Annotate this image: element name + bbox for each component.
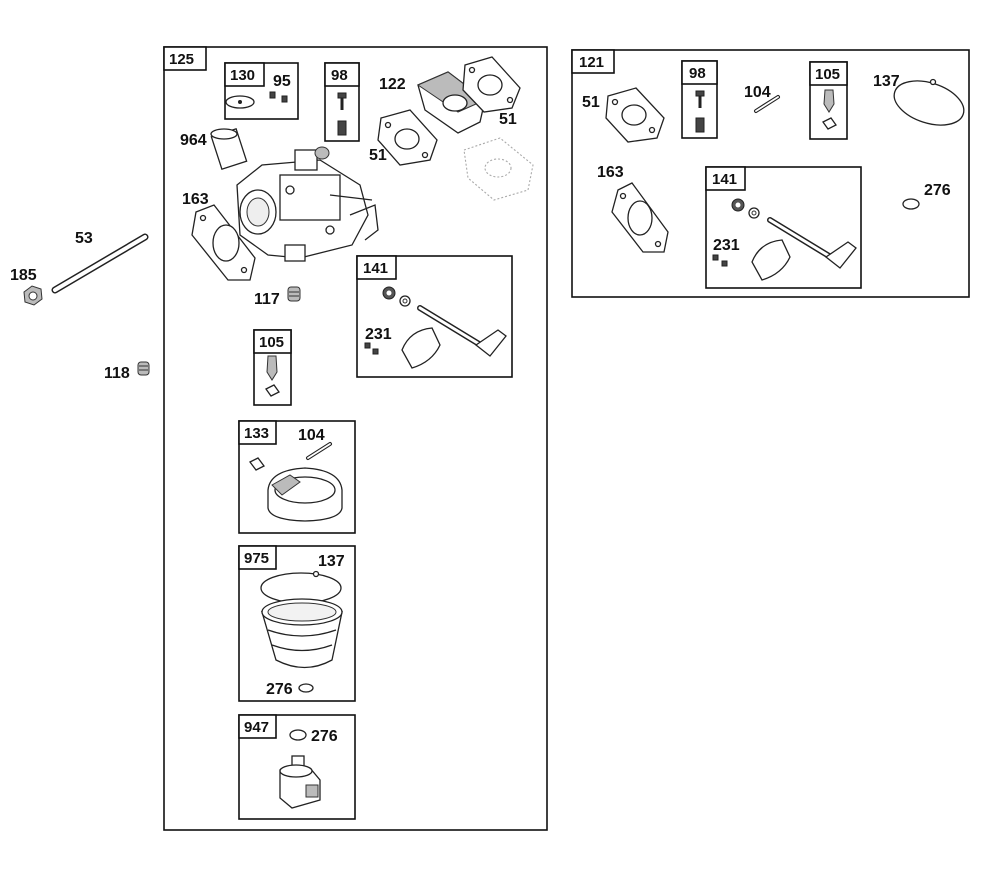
gasket-51-b[interactable] (605, 87, 665, 143)
hex-nut-185[interactable] (23, 285, 43, 306)
callout-276-c: 276 (924, 182, 951, 199)
float-bowl-975[interactable] (260, 598, 343, 669)
choke-plate-141-a[interactable] (401, 327, 441, 369)
callout-231-b: 231 (713, 237, 740, 254)
callout-118: 118 (104, 365, 130, 382)
callout-51-left: 51 (369, 147, 387, 164)
subkit-tag-947: 947 (244, 719, 269, 736)
gasket-51-left[interactable] (377, 109, 438, 166)
subkit-box-133 (238, 420, 356, 534)
needle-valve-105-b[interactable] (822, 89, 837, 130)
callout-122: 122 (379, 76, 406, 93)
needle-valve-105-a[interactable] (265, 355, 280, 397)
subkit-tag-105-a: 105 (259, 334, 284, 351)
callout-276-a: 276 (266, 681, 293, 698)
subkit-box-141-a (356, 255, 513, 378)
shaft-seal-141-b[interactable] (731, 198, 760, 219)
gasket-51-right[interactable] (462, 56, 521, 113)
washer-276-c[interactable] (902, 198, 920, 210)
screws-95[interactable] (269, 91, 288, 103)
callout-185: 185 (10, 267, 37, 284)
subkit-box-975 (238, 545, 356, 702)
bushing-964[interactable] (210, 127, 248, 171)
subkit-tag-105-b: 105 (815, 66, 840, 83)
choke-shaft-141-b[interactable] (767, 217, 857, 269)
solenoid-947[interactable] (279, 755, 321, 809)
shaft-seal-141-a[interactable] (382, 286, 411, 307)
group-tag-125: 125 (169, 51, 194, 68)
gasket-ring-137-a[interactable] (260, 570, 342, 604)
callout-104-b: 104 (744, 84, 771, 101)
washer-276-a[interactable] (298, 683, 314, 693)
subkit-tag-130: 130 (230, 67, 255, 84)
subkit-tag-141-a: 141 (363, 260, 388, 277)
subkit-tag-98: 98 (331, 67, 348, 84)
group-box-125 (163, 46, 548, 831)
gasket-163[interactable] (191, 204, 256, 281)
callout-137-a: 137 (318, 553, 345, 570)
jet-118[interactable] (137, 361, 150, 376)
clip-133[interactable] (249, 457, 265, 471)
callout-51-b: 51 (582, 94, 600, 111)
callout-163: 163 (182, 191, 209, 208)
pin-104-b[interactable] (754, 95, 780, 113)
callout-964: 964 (180, 132, 207, 149)
screws-231-a[interactable] (364, 342, 379, 355)
group-tag-box-125 (163, 46, 207, 71)
callout-51-right: 51 (499, 111, 517, 128)
callout-276-b: 276 (311, 728, 338, 745)
group-box-121 (571, 49, 970, 298)
gasket-163-b[interactable] (611, 182, 669, 253)
jet-117[interactable] (287, 286, 301, 302)
plate-130[interactable] (225, 95, 255, 109)
callout-53: 53 (75, 230, 93, 247)
screw-spring-98[interactable] (337, 92, 347, 136)
choke-plate-141-b[interactable] (751, 239, 791, 281)
callout-231-a: 231 (365, 326, 392, 343)
callout-137-b: 137 (873, 73, 900, 90)
choke-shaft-141-a[interactable] (417, 305, 507, 357)
callout-95: 95 (273, 73, 291, 90)
subkit-box-947 (238, 714, 356, 820)
washer-276-b[interactable] (289, 729, 307, 741)
callout-163-b: 163 (597, 164, 624, 181)
gasket-ring-137-b[interactable] (889, 73, 970, 133)
ghost-spacer (463, 137, 534, 201)
callout-117: 117 (254, 291, 280, 308)
subkit-tag-975: 975 (244, 550, 269, 567)
screws-231-b[interactable] (712, 254, 728, 267)
callout-104-a: 104 (298, 427, 325, 444)
carburetor-body[interactable] (236, 146, 379, 262)
float-133[interactable] (267, 467, 343, 522)
subkit-tag-98-b: 98 (689, 65, 706, 82)
throttle-shaft-53[interactable] (51, 233, 149, 294)
group-tag-121: 121 (579, 54, 604, 71)
subkit-tag-133: 133 (244, 425, 269, 442)
screw-spring-98-b[interactable] (695, 90, 705, 133)
pin-104-a[interactable] (306, 442, 332, 460)
subkit-box-141-b (705, 166, 862, 289)
subkit-tag-141-b: 141 (712, 171, 737, 188)
